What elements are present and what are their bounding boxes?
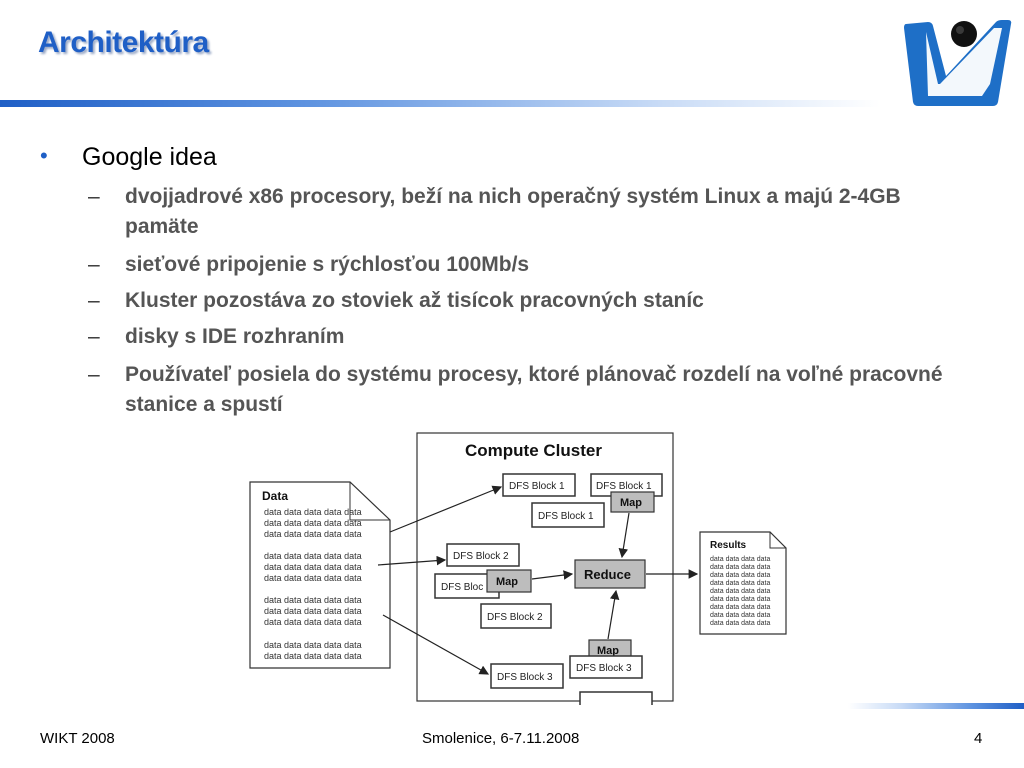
sub-bullet-text: Kluster pozostáva zo stoviek až tisícok … — [125, 289, 704, 312]
footer-location-date: Smolenice, 6-7.11.2008 — [422, 730, 580, 747]
sub-bullet-text: sieťové pripojenie s rýchlosťou 100Mb/s — [125, 253, 530, 276]
arrow-data-to-block3 — [382, 614, 490, 675]
arrow-map1-to-reduce — [618, 512, 630, 559]
results-document: Results data data data data data data da… — [699, 531, 787, 635]
title-underline-bar — [0, 100, 880, 107]
arrow-data-to-block1 — [389, 485, 503, 533]
sub-bullet-text: dvojjadrové x86 procesory, beží na nich … — [125, 185, 901, 238]
map-label-2: Map — [496, 576, 518, 588]
dash-marker: – — [88, 363, 100, 386]
results-title: Results — [710, 540, 747, 551]
dash-marker: – — [88, 253, 100, 276]
map-box-2 — [486, 569, 532, 593]
arrow-map2-to-reduce — [531, 570, 574, 580]
partial-block — [579, 691, 653, 705]
arrow-map3-to-reduce — [607, 589, 620, 640]
results-line: data data data data — [710, 588, 770, 595]
compute-cluster-title: Compute Cluster — [465, 441, 602, 460]
dfs-block-2c — [480, 603, 552, 629]
data-line: data data data data data — [264, 617, 362, 627]
dfs-block-3b-label: DFS Block 3 — [576, 663, 632, 674]
reduce-label: Reduce — [584, 567, 631, 582]
dfs-block-1a-label: DFS Block 1 — [509, 481, 565, 492]
data-line: data data data data data — [264, 551, 362, 561]
reduce-box — [574, 559, 646, 589]
data-title: Data — [262, 489, 288, 503]
results-line: data data data data — [710, 596, 770, 603]
dash-marker: – — [88, 289, 100, 312]
results-line: data data data data — [710, 580, 770, 587]
results-line: data data data data — [710, 620, 770, 627]
results-line: data data data data — [710, 604, 770, 611]
dfs-block-3a — [490, 663, 564, 689]
data-line: data data data data data — [264, 518, 362, 528]
data-line: data data data data data — [264, 595, 362, 605]
results-line: data data data data — [710, 572, 770, 579]
dfs-block-1c-label: DFS Block 1 — [538, 511, 594, 522]
dfs-block-3b — [569, 655, 643, 679]
dfs-block-2c-label: DFS Block 2 — [487, 612, 543, 623]
data-line: data data data data data — [264, 562, 362, 572]
data-line: data data data data data — [264, 606, 362, 616]
dfs-block-2a — [446, 543, 520, 567]
results-line: data data data data — [710, 556, 770, 563]
dash-marker: – — [88, 325, 100, 348]
dfs-block-2a-label: DFS Block 2 — [453, 551, 509, 562]
arrow-data-to-block2 — [377, 555, 447, 566]
map-box-1 — [610, 491, 655, 513]
institution-logo — [904, 20, 1012, 106]
data-line: data data data data data — [264, 651, 362, 661]
results-line: data data data data — [710, 612, 770, 619]
dfs-block-1c — [531, 502, 605, 528]
dfs-block-3a-label: DFS Block 3 — [497, 672, 553, 683]
mapreduce-diagram: Compute Cluster Data data data data data… — [249, 432, 787, 705]
dash-marker: – — [88, 185, 100, 208]
data-line: data data data data data — [264, 640, 362, 650]
data-line: data data data data data — [264, 573, 362, 583]
bullet-text: Google idea — [82, 143, 217, 171]
sub-bullet-text: Používateľ posiela do systému procesy, k… — [125, 363, 943, 416]
map-label-3: Map — [597, 645, 619, 657]
slide-title: Architektúra — [38, 26, 209, 59]
data-line: data data data data data — [264, 529, 362, 539]
results-line: data data data data — [710, 564, 770, 571]
data-document: Data data data data data data data data … — [249, 481, 391, 669]
dfs-block-1a — [502, 473, 576, 497]
bullet-dot: • — [40, 143, 48, 168]
map-label-1: Map — [620, 497, 642, 509]
dfs-block-2b-label: DFS Bloc — [441, 582, 483, 593]
footer-event: WIKT 2008 — [40, 730, 115, 747]
dfs-block-1b-label: DFS Block 1 — [596, 481, 652, 492]
sub-bullet-text: disky s IDE rozhraním — [125, 325, 345, 348]
page-number: 4 — [974, 730, 983, 747]
data-line: data data data data data — [264, 507, 362, 517]
footer-accent-bar — [848, 703, 1024, 709]
